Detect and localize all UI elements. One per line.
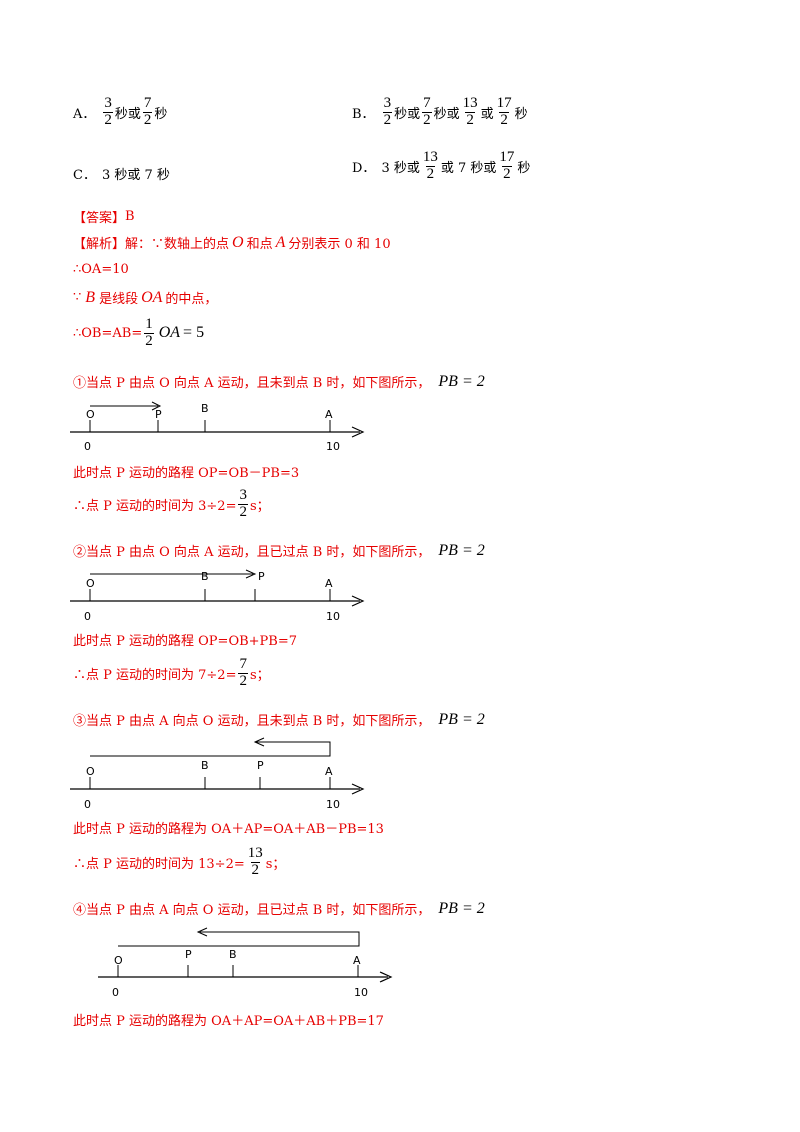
label-a: A — [325, 765, 333, 778]
motion-path — [90, 741, 331, 757]
number-line-2: O B P A 0 10 — [70, 569, 365, 623]
label-o: O — [86, 408, 95, 421]
label-zero: 0 — [112, 986, 119, 999]
number-line-3: O B P A 0 10 — [70, 737, 365, 811]
analysis-line-3: ∵ B 是线段 OA 的中点， — [73, 288, 218, 308]
analysis-line-1: 【解析】 解：∵数轴上的点 O 和点 A 分别表示 0 和 10 — [73, 233, 391, 253]
label-ten: 10 — [326, 798, 340, 811]
label-o: O — [86, 765, 95, 778]
option-a-label: A． — [73, 106, 96, 122]
option-c: C． 3 秒或 7 秒 — [73, 164, 170, 183]
label-ten: 10 — [354, 986, 368, 999]
case-2-title: ②当点 P 由点 O 向点 A 运动，且已过点 B 时，如下图所示， PB = … — [73, 541, 485, 561]
answer-line: 【答案】B — [73, 209, 135, 226]
label-a: A — [325, 408, 333, 421]
label-p: P — [257, 759, 264, 772]
label-b: B — [229, 948, 237, 961]
label-a: A — [353, 954, 361, 967]
label-zero: 0 — [84, 798, 91, 811]
answer-value: B — [125, 209, 135, 224]
axis-arrowhead — [351, 783, 365, 795]
option-d-label: D． — [352, 160, 376, 176]
label-a: A — [325, 577, 333, 590]
axis-arrowhead — [351, 426, 365, 438]
case-1-title: ①当点 P 由点 O 向点 A 运动，且未到点 B 时，如下图所示， PB = … — [73, 372, 485, 392]
case-2-path: 此时点 P 运动的路程 OP=OB+PB=7 — [73, 634, 298, 649]
axis-arrowhead — [351, 595, 365, 607]
number-line-1: O P B A 0 10 — [70, 401, 365, 453]
motion-arrowhead — [196, 927, 208, 937]
case-4-path: 此时点 P 运动的路程为 OA＋AP=OA＋AB＋PB=17 — [73, 1014, 384, 1029]
label-p: P — [155, 408, 162, 421]
label-b: B — [201, 570, 209, 583]
motion-path — [118, 931, 360, 947]
analysis-line-2: ∴OA=10 — [73, 262, 129, 277]
label-o: O — [86, 577, 95, 590]
case-1-path: 此时点 P 运动的路程 OP=OB－PB=3 — [73, 466, 300, 481]
axis-arrowhead — [379, 971, 393, 983]
motion-arrowhead — [245, 569, 257, 579]
label-p: P — [258, 570, 265, 583]
case-4-title: ④当点 P 由点 A 向点 O 运动，且已过点 B 时，如下图所示， PB = … — [73, 899, 485, 919]
label-zero: 0 — [84, 610, 91, 623]
motion-arrowhead — [253, 737, 265, 747]
motion-arrowhead — [151, 401, 162, 411]
label-ten: 10 — [326, 440, 340, 453]
case-3-title: ③当点 P 由点 A 向点 O 运动，且未到点 B 时，如下图所示， PB = … — [73, 710, 485, 730]
label-o: O — [114, 954, 123, 967]
option-c-label: C． — [73, 168, 96, 183]
option-b-label: B． — [352, 106, 375, 122]
case-3-path: 此时点 P 运动的路程为 OA＋AP=OA＋AB－PB=13 — [73, 822, 384, 837]
label-b: B — [201, 402, 209, 415]
label-p: P — [185, 948, 192, 961]
label-zero: 0 — [84, 440, 91, 453]
number-line-4: O P B A 0 10 — [98, 927, 393, 999]
label-b: B — [201, 759, 209, 772]
label-ten: 10 — [326, 610, 340, 623]
